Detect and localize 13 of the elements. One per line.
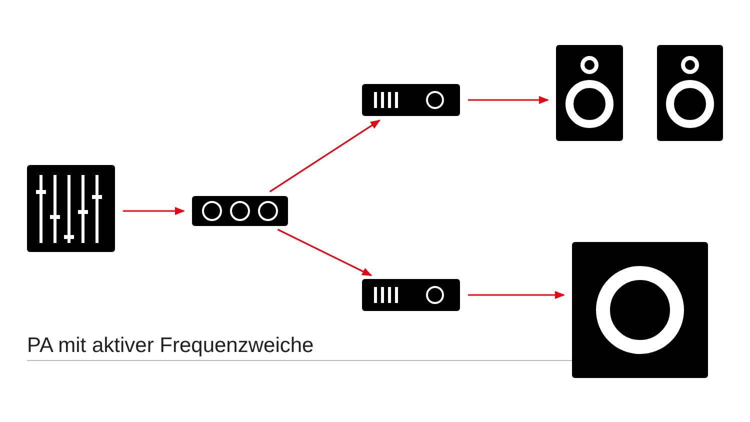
subwoofer-drawing	[572, 242, 708, 378]
crossover-drawing	[192, 196, 288, 226]
mixer-drawing	[27, 165, 115, 252]
arrow	[468, 291, 565, 299]
arrow	[277, 228, 372, 276]
arrow	[468, 96, 549, 104]
arrow	[123, 207, 185, 215]
caption: PA mit aktiver Frequenzweiche	[27, 334, 314, 358]
speaker-drawing	[657, 45, 723, 141]
amplifier-drawing	[362, 84, 460, 116]
amplifier-drawing	[362, 279, 460, 311]
arrow	[269, 120, 380, 192]
speaker-drawing	[556, 45, 623, 141]
